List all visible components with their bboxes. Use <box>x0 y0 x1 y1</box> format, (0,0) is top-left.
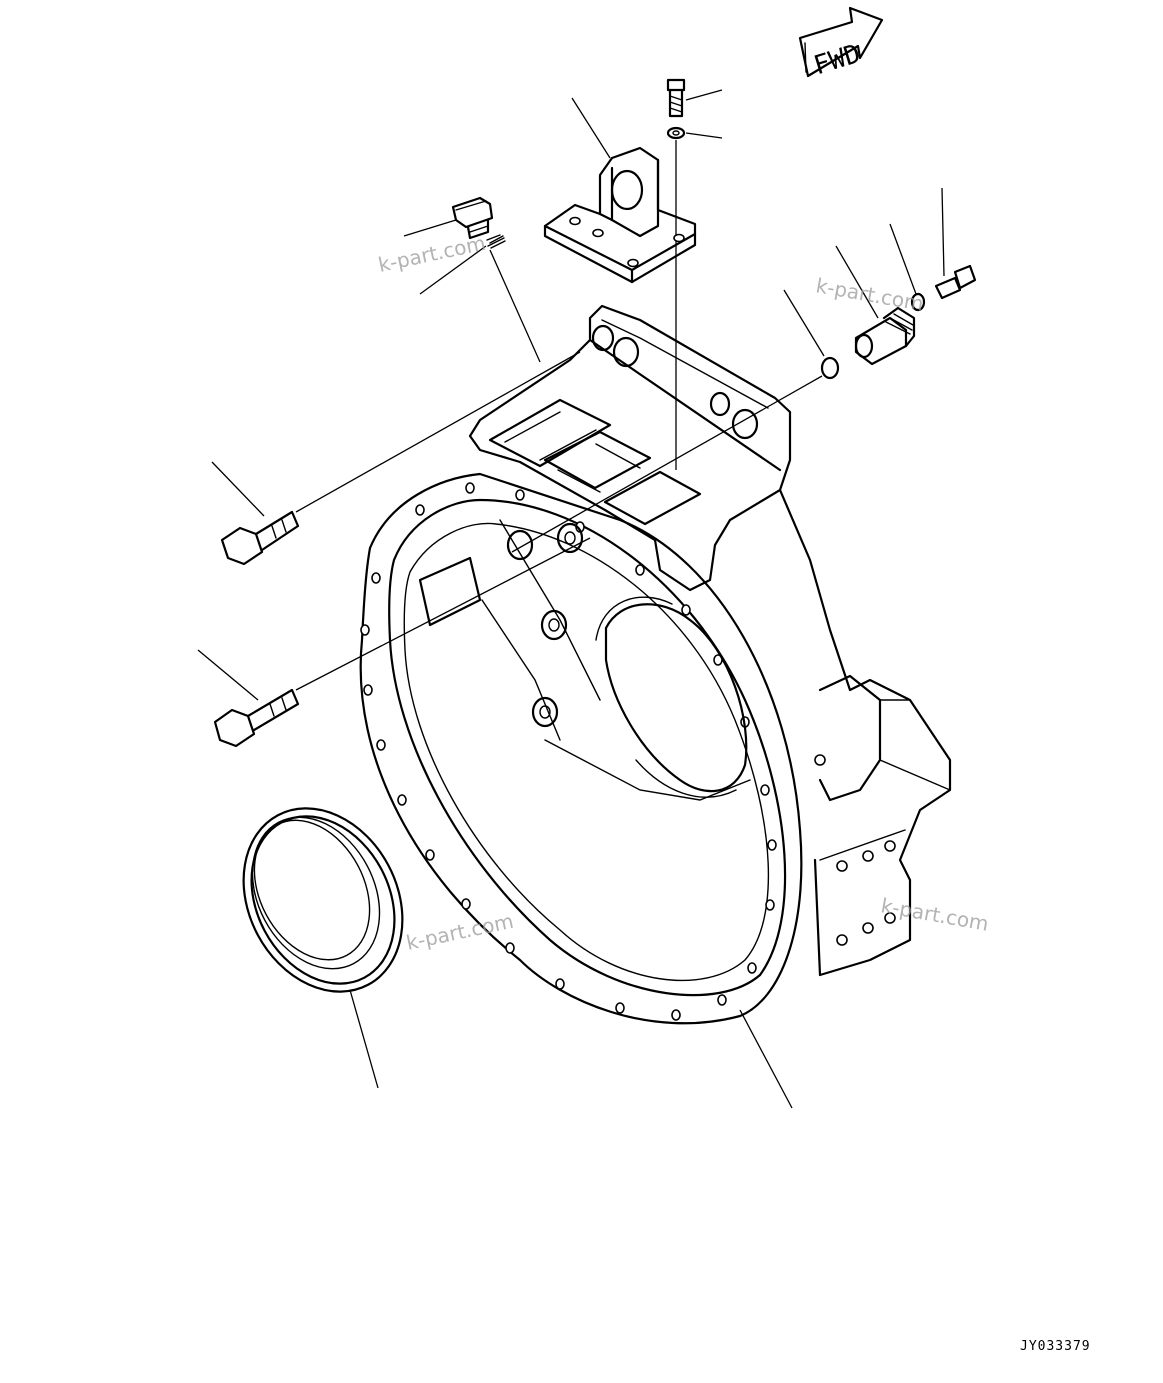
sensor-washer <box>910 292 926 312</box>
housing-bolt-lower <box>213 688 300 748</box>
sensor <box>854 306 916 366</box>
bracket-washer <box>666 126 686 140</box>
flywheel-housing <box>359 304 952 1025</box>
fwd-arrow: FWD <box>798 6 884 81</box>
housing-bolt-upper <box>220 510 300 566</box>
bracket-bolt <box>666 78 686 118</box>
watermark-3: k-part.com <box>404 909 516 955</box>
plug-seal-wire <box>486 234 506 249</box>
drawing-code: JY033379 <box>1020 1339 1091 1354</box>
oil-seal <box>242 807 404 993</box>
watermark-4: k-part.com <box>879 893 990 936</box>
fwd-label: FWD <box>810 39 864 81</box>
bracket <box>543 146 697 284</box>
sensor-bolt <box>934 264 977 300</box>
o-ring <box>820 356 840 380</box>
watermark-1: k-part.com <box>376 231 488 277</box>
watermark-2: k-part.com <box>814 273 925 316</box>
